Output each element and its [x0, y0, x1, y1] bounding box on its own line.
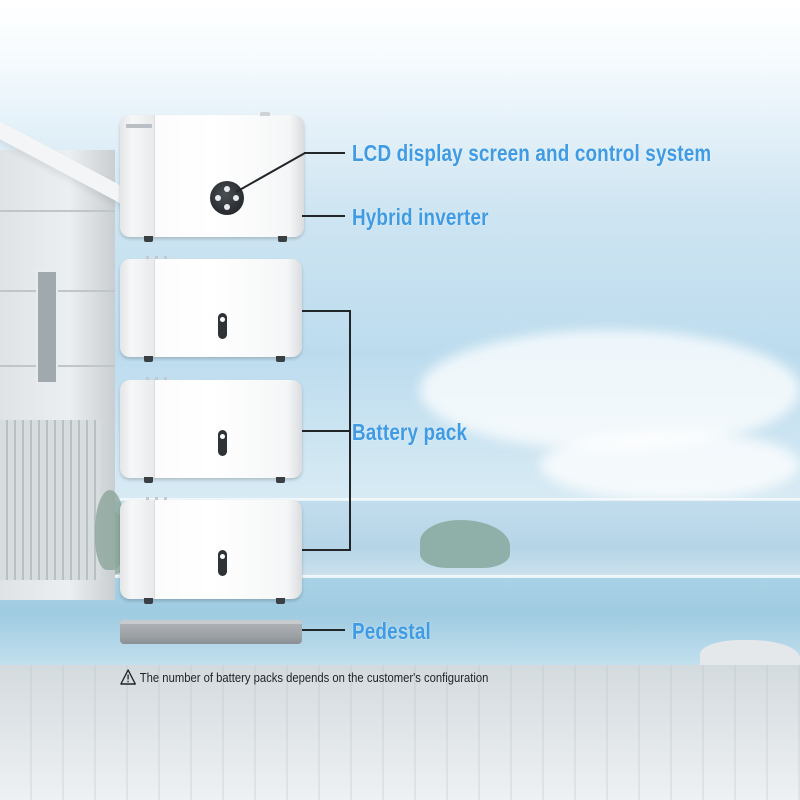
lcd-control-knob-icon [210, 181, 244, 215]
unit-foot [278, 236, 287, 242]
house-window [36, 270, 58, 384]
battery-pack-3 [120, 500, 302, 604]
unit-foot [276, 598, 285, 604]
house-louver [0, 420, 100, 580]
configuration-note: The number of battery packs depends on t… [120, 668, 488, 688]
island [420, 520, 510, 568]
battery-pack-1 [120, 259, 302, 362]
unit-foot [276, 477, 285, 483]
battery-label: Battery pack [352, 419, 468, 445]
lcd-leader-line [235, 152, 306, 193]
warning-triangle-icon [120, 668, 136, 688]
pedestal-base [120, 620, 302, 644]
unit-foot [276, 356, 285, 362]
battery-switch-icon [218, 550, 227, 576]
inverter-unit [120, 112, 304, 242]
cloud [540, 430, 800, 500]
pedestal-label: Pedestal [352, 618, 431, 644]
unit-side-panel [132, 115, 155, 237]
cloud [420, 330, 800, 450]
unit-side-panel [132, 500, 155, 599]
unit-foot [144, 598, 153, 604]
deck-shade [0, 665, 800, 800]
unit-side-panel [132, 380, 155, 478]
horizon [0, 498, 800, 501]
lcd-label: LCD display screen and control system [352, 140, 712, 166]
top-tab [260, 112, 270, 116]
unit-foot [144, 477, 153, 483]
battery-pack-2 [120, 380, 302, 483]
battery-switch-icon [218, 313, 227, 339]
battery-switch-icon [218, 430, 227, 456]
brand-logo [126, 124, 152, 128]
unit-side-panel [132, 259, 155, 357]
inverter-label: Hybrid inverter [352, 204, 489, 230]
unit-foot [144, 356, 153, 362]
unit-foot [144, 236, 153, 242]
configuration-note-text: The number of battery packs depends on t… [139, 671, 489, 685]
